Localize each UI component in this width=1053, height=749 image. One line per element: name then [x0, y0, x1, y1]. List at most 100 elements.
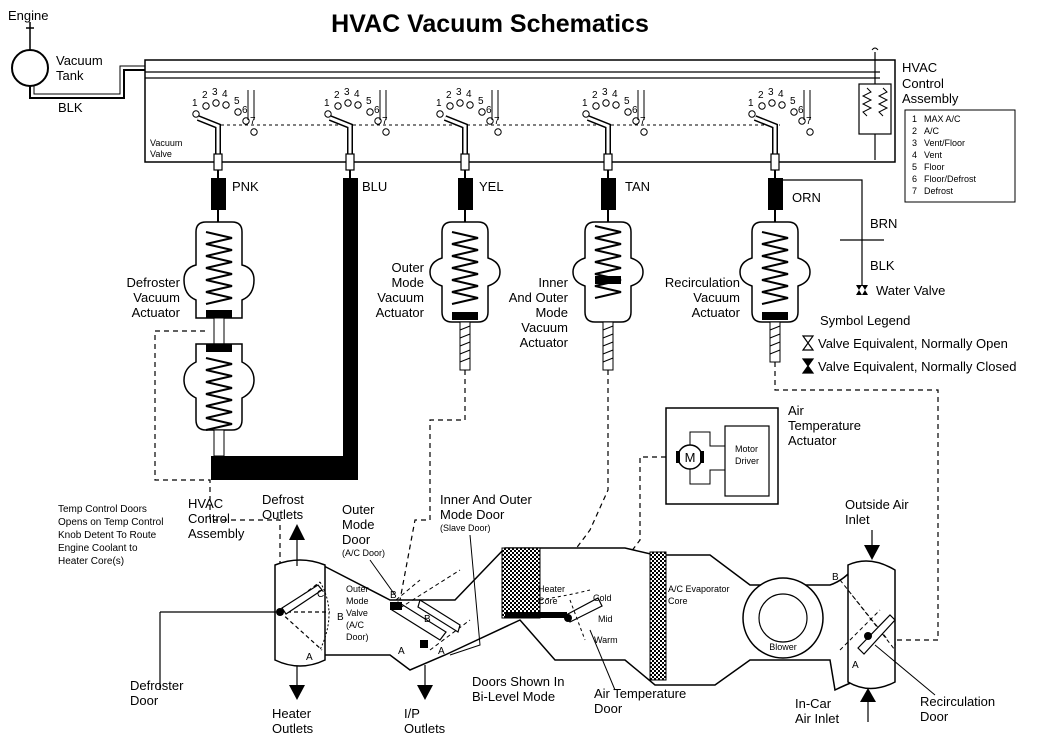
- air-temp-label-1: Air: [788, 403, 805, 418]
- position-label: A/C: [924, 126, 940, 136]
- position-label: Defrost: [924, 186, 954, 196]
- outer-mode-label-3: Vacuum: [377, 290, 424, 305]
- valve-port: [624, 108, 632, 116]
- blk-water-hose-label: BLK: [870, 258, 895, 273]
- valve-port-number: 6: [374, 105, 380, 116]
- vacuum-tank-label-2: Tank: [56, 68, 84, 83]
- hvac-control-assembly-box: [144, 59, 896, 163]
- valve-port-number: 5: [478, 96, 484, 107]
- valve-port: [456, 99, 464, 107]
- valve-port: [778, 101, 786, 109]
- valve-port: [234, 108, 242, 116]
- motor-driver-label-2: Driver: [735, 456, 759, 466]
- valve-port-number: 4: [222, 89, 228, 100]
- defroster-link: [154, 330, 281, 570]
- yel-connector: [458, 178, 473, 210]
- valve-port-number: 6: [798, 105, 804, 116]
- legend-open: Valve Equivalent, Normally Open: [818, 336, 1008, 351]
- defroster-door: [281, 584, 323, 615]
- position-label: Floor/Defrost: [924, 174, 977, 184]
- outer-mode-door-b: B: [390, 590, 397, 601]
- ip-outlet-arrow: [417, 685, 433, 700]
- valve-port: [250, 128, 258, 136]
- outer-mode-valve-label-5: Door): [346, 632, 369, 642]
- valve-port-number: 5: [366, 96, 372, 107]
- outer-mode-door-label-3: Door: [342, 532, 371, 547]
- position-label: Vent/Floor: [924, 138, 965, 148]
- inner-outer-mode-vacuum-actuator: [572, 221, 644, 371]
- outside-air-label-1: Outside Air: [845, 497, 909, 512]
- valve-port-number: 4: [466, 89, 472, 100]
- valve-port: [324, 110, 332, 118]
- position-number: 6: [912, 174, 917, 184]
- valve-port-number: 3: [768, 87, 774, 98]
- valve-port-number: 3: [212, 87, 218, 98]
- defroster-door-a: A: [306, 652, 313, 663]
- outer-mode-valve-label-1: Outer: [346, 584, 369, 594]
- position-number: 3: [912, 138, 917, 148]
- valve-port: [806, 128, 814, 136]
- valve-port-number: 1: [192, 98, 198, 109]
- recirc-door-a: A: [852, 660, 859, 671]
- recirculation-vacuum-actuator: [739, 221, 811, 363]
- vacuum-tank: [11, 49, 49, 87]
- heater-outlet-arrow: [289, 685, 305, 700]
- outer-mode-valve-label-4: (A/C: [346, 620, 365, 630]
- orn-hose-label: ORN: [792, 190, 821, 205]
- valve-port: [612, 101, 620, 109]
- valve-port-number: 4: [612, 89, 618, 100]
- recirc-door-label-2: Door: [920, 709, 949, 724]
- ac-evaporator-label-2: Core: [668, 596, 688, 606]
- inner-outer-door-label-1: Inner And Outer: [440, 492, 532, 507]
- valve-port: [212, 99, 220, 107]
- inner-outer-link: [559, 370, 609, 571]
- inner-outer-label-5: Actuator: [520, 335, 569, 350]
- position-label: Floor: [924, 162, 945, 172]
- valve-port-number: 6: [242, 105, 248, 116]
- temp-note-1: Temp Control Doors: [58, 504, 147, 515]
- valve-port: [768, 99, 776, 107]
- recirculation-link: [774, 362, 939, 641]
- valve-port: [758, 102, 766, 110]
- valve-port-number: 1: [436, 98, 442, 109]
- mid-label: Mid: [598, 614, 613, 624]
- outside-air-label-2: Inlet: [845, 512, 870, 527]
- heater-core-label-1: Heater: [538, 584, 565, 594]
- defroster-door-c: C: [317, 589, 324, 600]
- heater-core-pipe: [505, 612, 567, 618]
- inner-outer-label-3: Mode: [535, 305, 568, 320]
- valve-port-number: 2: [334, 90, 340, 101]
- valve-port-number: 5: [624, 96, 630, 107]
- valve-port: [366, 108, 374, 116]
- position-number: 4: [912, 150, 917, 160]
- valve-port: [334, 102, 342, 110]
- hvac-ca-label-3: Assembly: [188, 526, 245, 541]
- air-temp-door-label-1: Air Temperature: [594, 686, 686, 701]
- heater-core-label-2: Core: [538, 596, 558, 606]
- defrost-outlet-arrow: [289, 524, 305, 540]
- defroster-label-2: Vacuum: [133, 290, 180, 305]
- valve-port-number: 1: [582, 98, 588, 109]
- valve-port-number: 5: [790, 96, 796, 107]
- valve-port-number: 2: [758, 90, 764, 101]
- water-valve-hose: [783, 179, 863, 286]
- valve-port-number: 7: [250, 116, 256, 127]
- position-number: 7: [912, 186, 917, 196]
- valve-port: [192, 110, 200, 118]
- in-car-label-1: In-Car: [795, 696, 832, 711]
- recirculation-label-2: Vacuum: [693, 290, 740, 305]
- defrost-outlets-label-2: Outlets: [262, 507, 304, 522]
- valve-port: [222, 101, 230, 109]
- brn-hose-label: BRN: [870, 216, 897, 231]
- vacuum-valve-label-2: Valve: [150, 149, 172, 159]
- ac-door-label: (A/C Door): [342, 548, 385, 558]
- valve-port-number: 5: [234, 96, 240, 107]
- air-temp-door-label-2: Door: [594, 701, 623, 716]
- defroster-label-3: Actuator: [132, 305, 181, 320]
- control-assembly-label-2: Control: [902, 76, 944, 91]
- valve-port: [582, 110, 590, 118]
- legend-closed: Valve Equivalent, Normally Closed: [818, 359, 1016, 374]
- outer-mode-valve-b: B: [424, 614, 431, 625]
- valve-port-number: 6: [486, 105, 492, 116]
